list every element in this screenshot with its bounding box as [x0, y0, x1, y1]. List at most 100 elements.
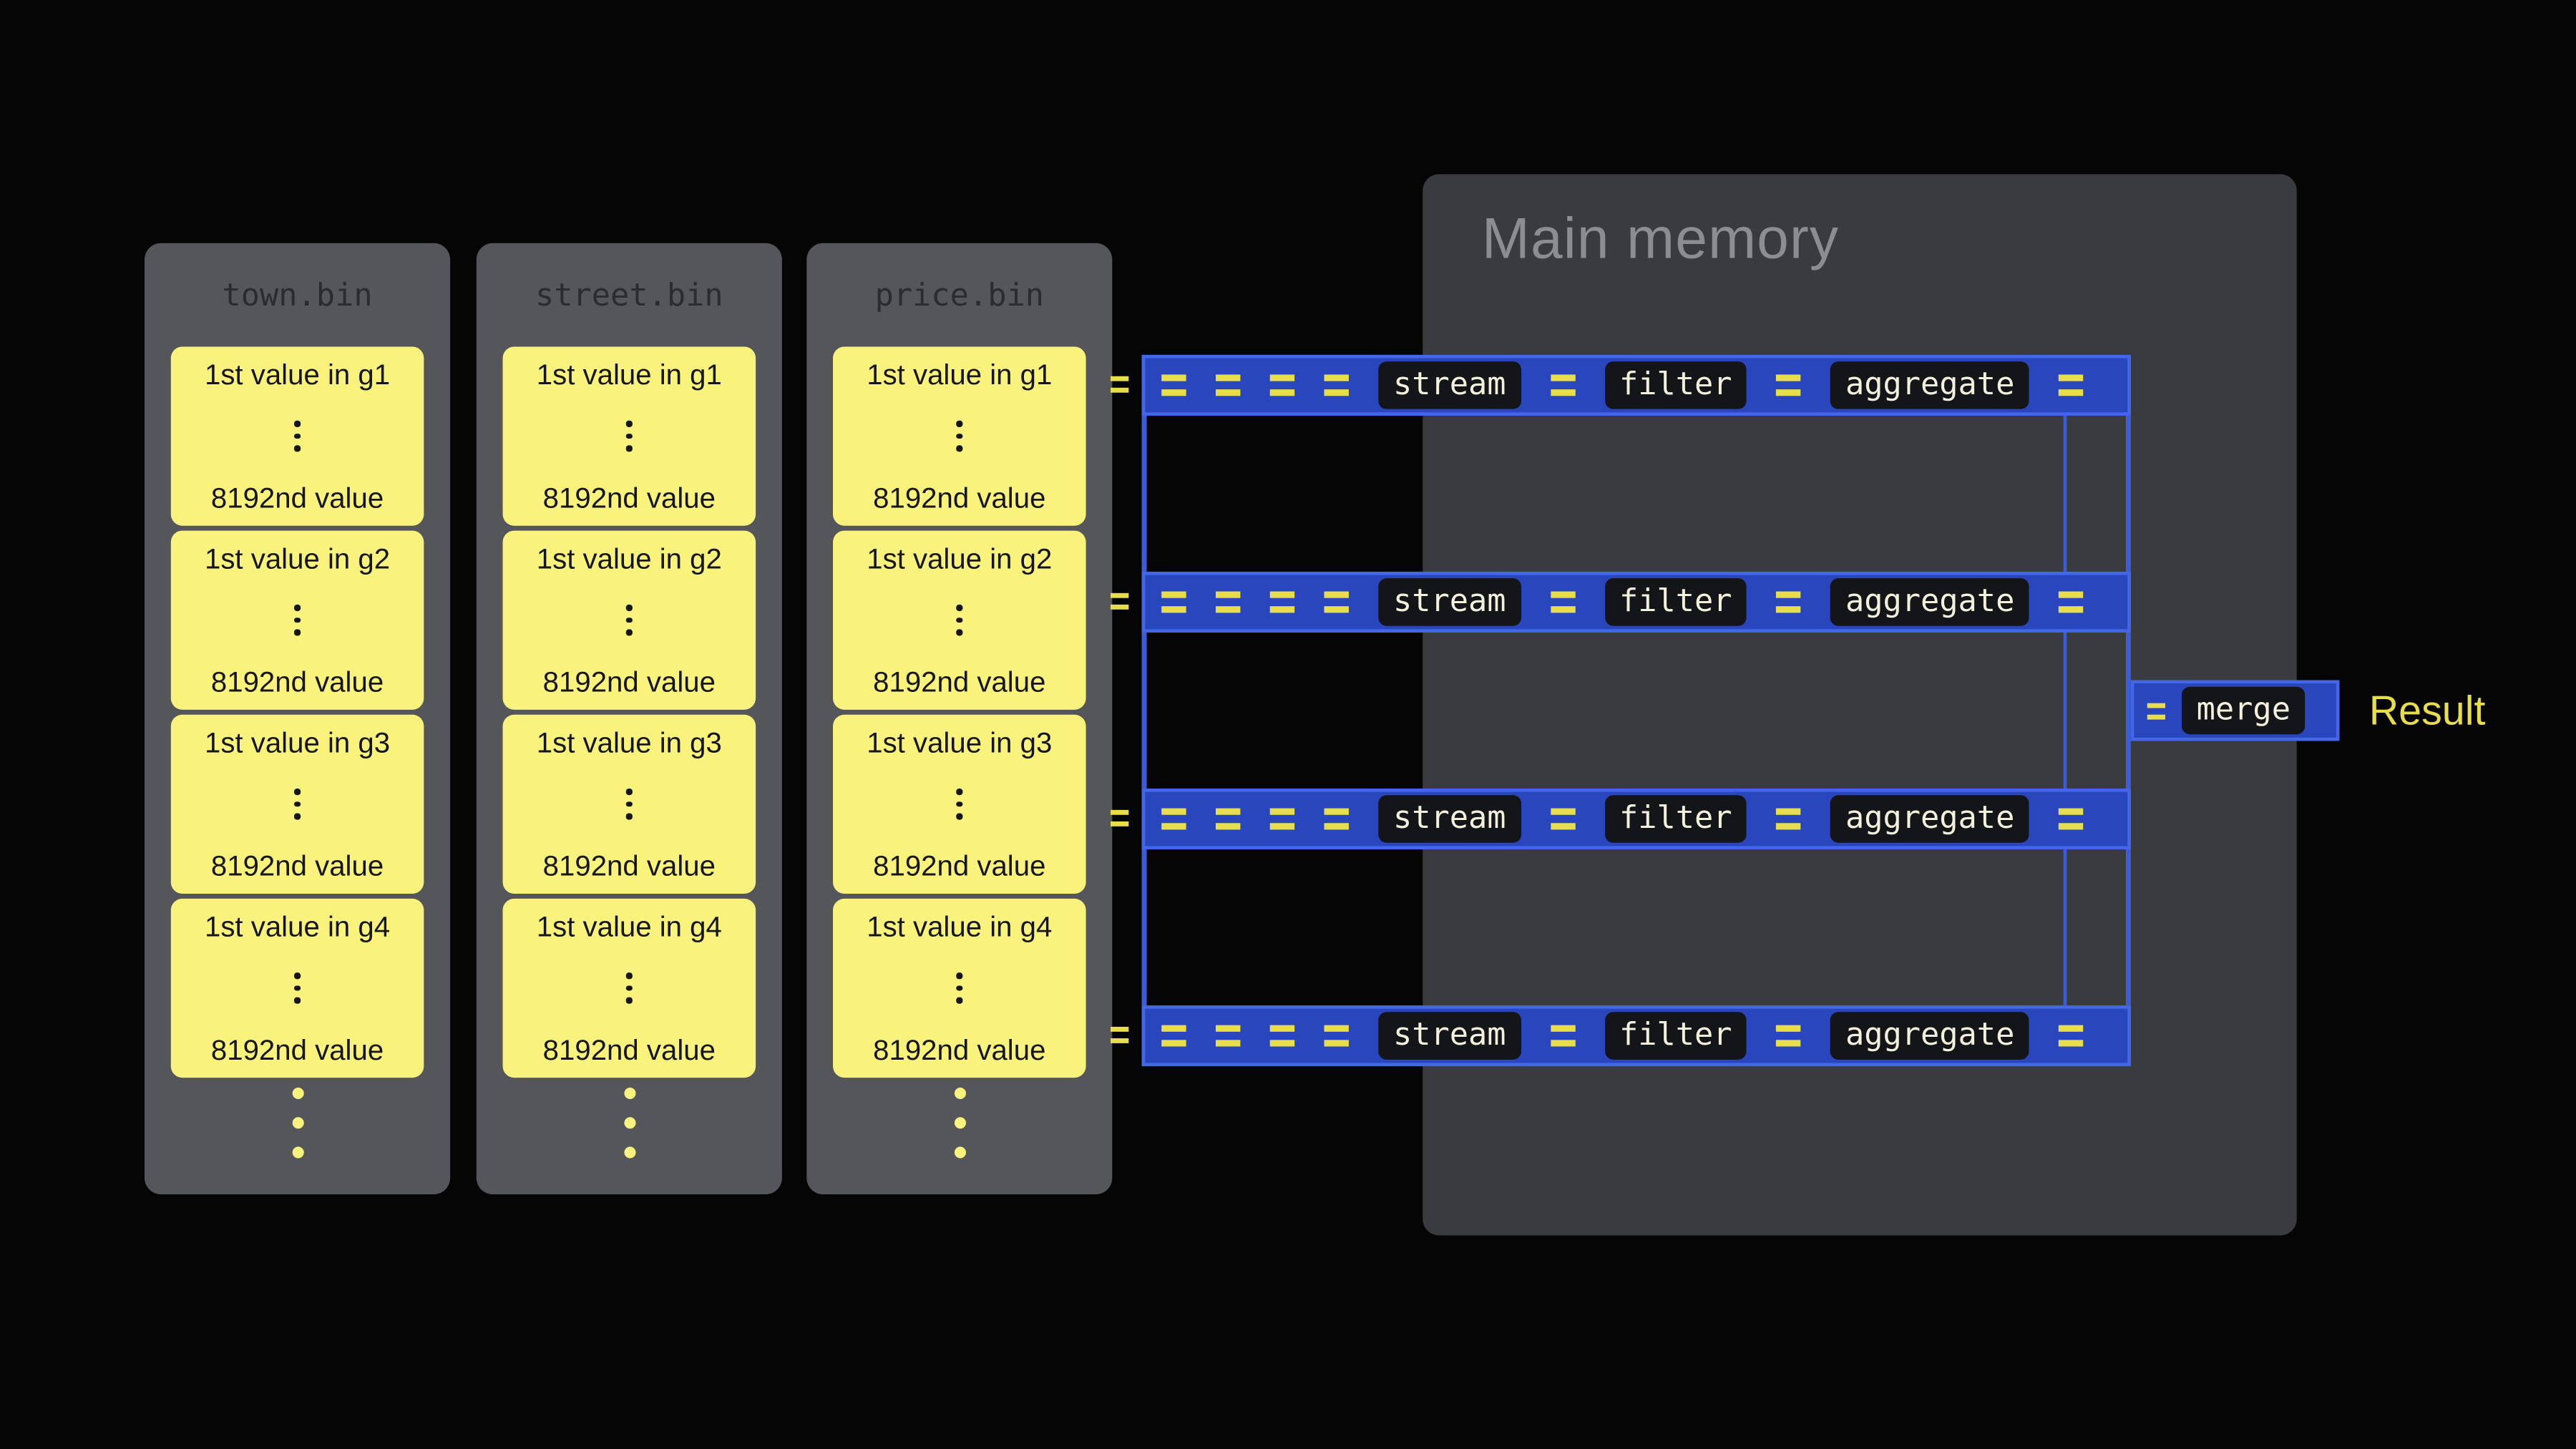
connector-loop-1 [1141, 412, 2067, 575]
data-dash-icon [2059, 591, 2084, 613]
chunk-g2: 1st value in g2 8192nd value [170, 530, 424, 710]
data-dash-icon [1776, 808, 1801, 830]
data-dash-icon [1776, 374, 1801, 396]
ellipsis-icon [956, 605, 962, 635]
chunk-first-value: 1st value in g1 [204, 358, 391, 391]
input-dash-icon [1111, 376, 1129, 393]
file-column-street: street.bin 1st value in g1 8192nd value … [476, 243, 782, 1195]
chunk-first-value: 1st value in g2 [536, 542, 722, 575]
chunk-g4: 1st value in g4 8192nd value [170, 898, 424, 1078]
ellipsis-icon [294, 789, 301, 820]
chunk-last-value: 8192nd value [210, 481, 384, 514]
connector-loop-3 [1141, 846, 2067, 1009]
stream-stage-chip: stream [1378, 361, 1521, 409]
merge-stage-chip: merge [2181, 686, 2306, 735]
data-dash-icon [1550, 1025, 1575, 1047]
data-dash-icon [1161, 808, 1186, 830]
more-chunks-ellipsis-icon [145, 1087, 450, 1158]
data-dash-icon [1324, 591, 1349, 613]
filter-stage-chip: filter [1604, 795, 1747, 843]
filter-stage-chip: filter [1604, 1012, 1747, 1060]
chunk-last-value: 8192nd value [210, 665, 384, 698]
data-dash-icon [1269, 808, 1295, 830]
chunk-first-value: 1st value in g1 [536, 358, 722, 391]
ellipsis-icon [626, 421, 633, 452]
chunk-last-value: 8192nd value [210, 849, 384, 882]
ellipsis-icon [956, 421, 962, 452]
file-name-label: street.bin [535, 276, 723, 313]
chunk-last-value: 8192nd value [873, 1033, 1046, 1066]
filter-stage-chip: filter [1604, 578, 1747, 626]
chunk-last-value: 8192nd value [873, 665, 1046, 698]
data-dash-icon [1550, 808, 1575, 830]
ellipsis-icon [956, 789, 962, 820]
chunk-first-value: 1st value in g2 [867, 542, 1053, 575]
data-dash-icon [1161, 591, 1186, 613]
data-dash-icon [2147, 702, 2166, 719]
data-dash-icon [1269, 1025, 1295, 1047]
data-dash-icon [1215, 374, 1241, 396]
data-dash-icon [1324, 1025, 1349, 1047]
file-name-label: price.bin [874, 276, 1044, 313]
stream-stage-chip: stream [1378, 578, 1521, 626]
data-dash-icon [2059, 1025, 2084, 1047]
ellipsis-icon [626, 972, 633, 1004]
data-dash-icon [2059, 374, 2084, 396]
chunk-first-value: 1st value in g2 [204, 542, 391, 575]
input-dash-icon [1111, 1026, 1129, 1043]
chunk-last-value: 8192nd value [210, 1033, 384, 1066]
data-dash-icon [1215, 808, 1241, 830]
input-dash-icon [1111, 592, 1129, 610]
pipeline-band-4: stream filter aggregate [1141, 1005, 2131, 1067]
chunk-first-value: 1st value in g4 [536, 909, 722, 943]
chunk-g4: 1st value in g4 8192nd value [502, 898, 756, 1078]
data-dash-icon [1324, 808, 1349, 830]
chunk-last-value: 8192nd value [542, 1033, 716, 1066]
data-dash-icon [1550, 591, 1575, 613]
chunk-last-value: 8192nd value [542, 665, 716, 698]
chunk-g3: 1st value in g3 8192nd value [833, 714, 1086, 894]
chunk-last-value: 8192nd value [873, 849, 1046, 882]
chunk-last-value: 8192nd value [542, 481, 716, 514]
more-chunks-ellipsis-icon [477, 1087, 782, 1158]
pipeline-band-3: stream filter aggregate [1141, 789, 2131, 849]
file-name-label: town.bin [222, 276, 373, 313]
ellipsis-icon [626, 789, 633, 820]
file-column-price: price.bin 1st value in g1 8192nd value 1… [806, 243, 1113, 1195]
chunk-first-value: 1st value in g3 [536, 726, 722, 759]
ellipsis-icon [956, 972, 962, 1004]
chunk-first-value: 1st value in g1 [867, 358, 1053, 391]
data-dash-icon [1776, 1025, 1801, 1047]
ellipsis-icon [294, 972, 301, 1004]
stream-stage-chip: stream [1378, 1012, 1521, 1060]
stream-stage-chip: stream [1378, 795, 1521, 843]
chunk-g1: 1st value in g1 8192nd value [833, 346, 1086, 526]
data-dash-icon [2059, 808, 2084, 830]
data-dash-icon [1269, 374, 1295, 396]
chunk-g4: 1st value in g4 8192nd value [833, 898, 1086, 1078]
merge-band: merge [2130, 680, 2340, 741]
chunk-first-value: 1st value in g4 [204, 909, 391, 943]
data-dash-icon [1324, 374, 1349, 396]
more-chunks-ellipsis-icon [806, 1087, 1112, 1158]
filter-stage-chip: filter [1604, 361, 1747, 409]
data-dash-icon [1269, 591, 1295, 613]
data-dash-icon [1550, 374, 1575, 396]
chunk-g2: 1st value in g2 8192nd value [502, 530, 756, 710]
chunk-g3: 1st value in g3 8192nd value [502, 714, 756, 894]
connector-loop-2 [1141, 629, 2067, 792]
chunk-g3: 1st value in g3 8192nd value [170, 714, 424, 894]
aggregate-stage-chip: aggregate [1830, 578, 2029, 626]
data-dash-icon [1776, 591, 1801, 613]
data-dash-icon [1161, 374, 1186, 396]
aggregate-stage-chip: aggregate [1830, 1012, 2029, 1060]
data-dash-icon [1215, 1025, 1241, 1047]
chunk-list: 1st value in g1 8192nd value 1st value i… [833, 346, 1086, 1078]
chunk-g1: 1st value in g1 8192nd value [502, 346, 756, 526]
file-column-town: town.bin 1st value in g1 8192nd value 1s… [145, 243, 451, 1195]
main-memory-label: Main memory [1481, 207, 1840, 271]
pipeline-band-2: stream filter aggregate [1141, 571, 2131, 633]
chunk-g2: 1st value in g2 8192nd value [833, 530, 1086, 710]
